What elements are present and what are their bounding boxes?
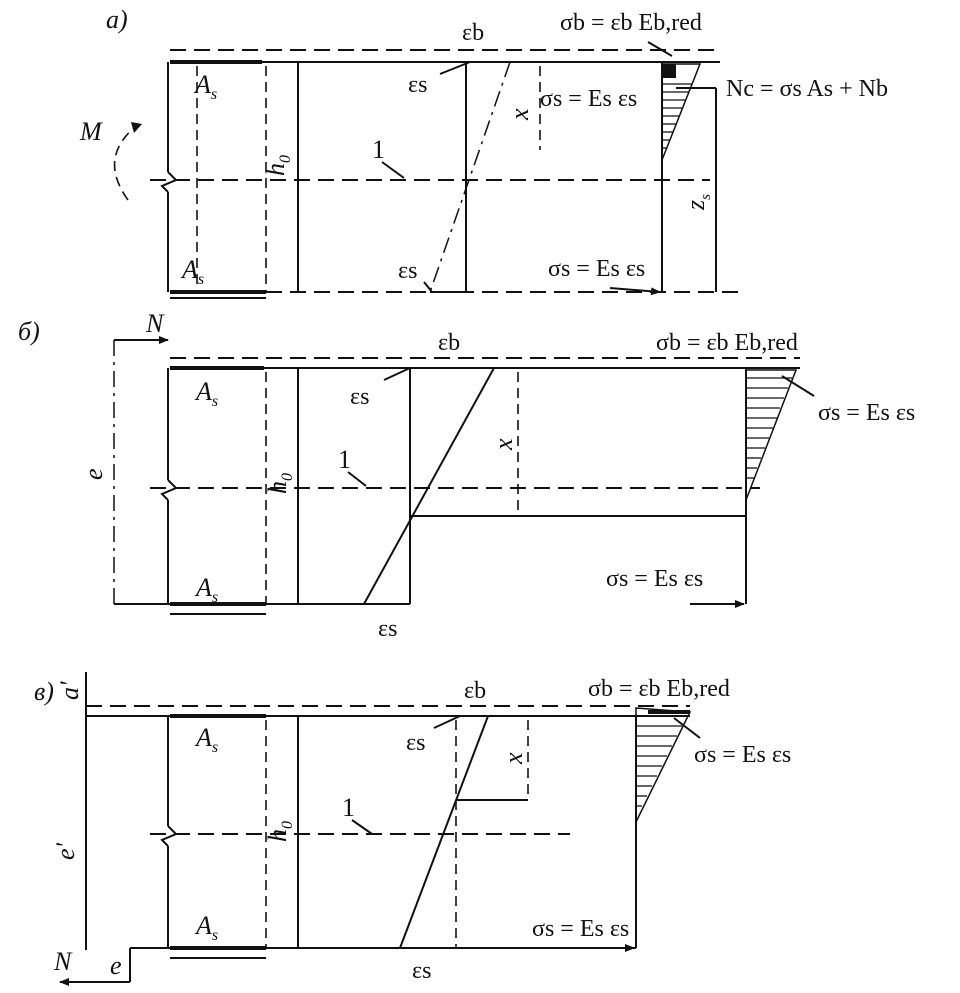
panel-c-area-top-label: As xyxy=(194,723,218,756)
panel-a-z-label: zs xyxy=(681,194,714,211)
panel-b-x-label: x xyxy=(489,438,518,451)
panel-b-eccentricity-label: e xyxy=(79,468,108,480)
panel-b-eps-s-bottom-label: εs xyxy=(378,616,397,642)
panel-a-moment-arc xyxy=(113,125,137,201)
panel-c-eps-s-top-leader xyxy=(433,715,461,729)
panel-b-neutral-axis-label: 1 xyxy=(338,445,351,474)
panel-b-sigma-s-top-label: σs = Es εs xyxy=(818,400,915,426)
panel-c-strain-line xyxy=(399,715,489,949)
panel-a-x-label: x xyxy=(505,108,534,121)
panel-c-force-label: N xyxy=(53,947,73,976)
panel-c-sigma-b-label: σb = εb Eb,red xyxy=(588,676,730,702)
panel-a-steel-stress-fill xyxy=(662,64,676,78)
panel-c-neutral-axis-label: 1 xyxy=(342,793,355,822)
panel-a-neutral-axis-label: 1 xyxy=(372,135,385,164)
panel-c-eccentricity-label: e' xyxy=(51,842,80,860)
panel-b-eps-s-top-leader xyxy=(383,367,411,381)
panel-c-neutral-axis-leader xyxy=(351,819,373,835)
panel-c-break-mark xyxy=(160,825,178,847)
panel-a-bottom-stress-arrow xyxy=(609,287,661,296)
panel-c-sigma-s-bottom-label: σs = Es εs xyxy=(532,916,629,942)
panel-b-height-label: h0 xyxy=(263,473,296,494)
panel-a-neutral-axis-leader xyxy=(381,161,405,179)
panel-a-area-bottom-label: As xyxy=(180,255,204,288)
panel-a-stress-block xyxy=(661,63,702,161)
panel-c-label: в) xyxy=(34,677,54,706)
panel-a-height-label: h0 xyxy=(261,155,294,176)
panel-c-cover-label: a' xyxy=(55,681,84,700)
panel-a: а) xyxy=(79,5,888,299)
panel-c-hatch xyxy=(636,725,682,807)
panel-a-resultant-label: Nc = σs As + Nb xyxy=(726,76,888,102)
panel-a-sigma-s-bottom-label: σs = Es εs xyxy=(548,256,645,282)
panel-a-eps-s-bottom-leader xyxy=(423,281,433,293)
panel-a-moment-label: M xyxy=(79,117,103,146)
panel-c-height-label: h0 xyxy=(263,821,296,842)
panel-c-eps-s-top-label: εs xyxy=(406,730,425,756)
panel-c: в) a' xyxy=(34,672,791,986)
panel-b-sigma-b-label: σb = εb Eb,red xyxy=(656,330,798,356)
panel-a-sigma-s-top-label: σs = Es εs xyxy=(540,86,637,112)
panel-b-label: б) xyxy=(18,317,40,346)
panel-b-sigma-s-top-leader xyxy=(781,375,815,397)
panel-a-strain-line xyxy=(429,61,511,293)
panel-a-hatch xyxy=(662,83,692,149)
panel-b-break-mark xyxy=(160,479,178,501)
panel-c-area-bottom-label: As xyxy=(194,911,218,944)
panel-c-sigma-s-top-leader xyxy=(673,717,701,739)
panel-b-eps-b-label: εb xyxy=(438,330,460,356)
panel-b-force-label: N xyxy=(145,309,165,338)
panel-a-eps-s-top-label: εs xyxy=(408,72,427,98)
panel-b-sigma-s-bottom-label: σs = Es εs xyxy=(606,566,703,592)
panel-c-x-label: x xyxy=(499,752,528,765)
panel-a-sigma-b-label: σb = εb Eb,red xyxy=(560,10,702,36)
panel-a-eps-b-label: εb xyxy=(462,20,484,46)
panel-b-area-bottom-label: As xyxy=(194,573,218,606)
panel-c-eps-s-bottom-label: εs xyxy=(412,958,431,984)
panel-c-eccentricity-small-label: e xyxy=(110,951,122,980)
panel-c-eps-b-label: εb xyxy=(464,678,486,704)
panel-a-break-mark xyxy=(160,171,178,193)
panel-a-sigma-b-leader xyxy=(647,41,673,57)
panel-b-strain-line xyxy=(363,367,495,605)
panel-b-area-top-label: As xyxy=(194,377,218,410)
panel-a-moment-arrowhead xyxy=(131,122,142,133)
panel-b: б) N e xyxy=(18,309,915,642)
panel-a-eps-s-bottom-label: εs xyxy=(398,258,417,284)
panel-a-eps-s-top-leader xyxy=(439,61,471,75)
panel-a-label: а) xyxy=(106,5,128,34)
panel-c-sigma-s-top-label: σs = Es εs xyxy=(694,742,791,768)
panel-b-stress-block xyxy=(745,369,798,501)
panel-a-area-top-label: As xyxy=(193,70,217,103)
panel-b-hatch xyxy=(746,377,792,479)
panel-b-neutral-axis-leader xyxy=(347,471,367,487)
panel-b-eps-s-top-label: εs xyxy=(350,384,369,410)
